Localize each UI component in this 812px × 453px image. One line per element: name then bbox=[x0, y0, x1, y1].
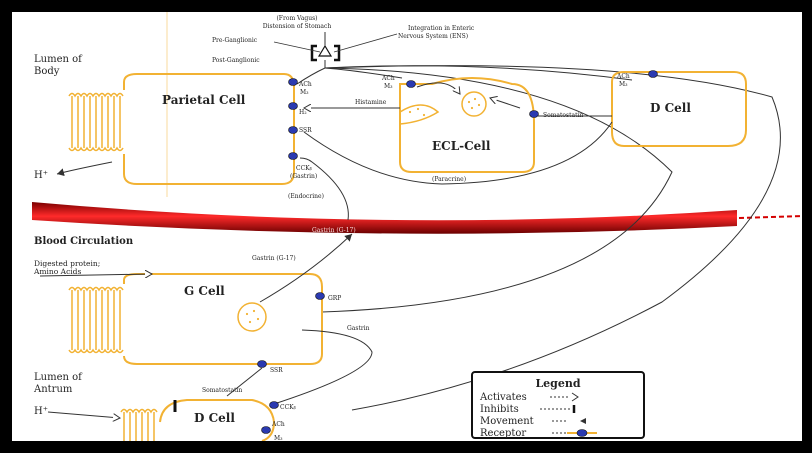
vagus-label-line2: Distension of Stomach bbox=[263, 23, 332, 30]
ecl-receptor-somatostatin bbox=[530, 111, 539, 118]
h-plus-antrum-arrow bbox=[48, 412, 120, 418]
h-plus-bottom-label: H⁺ bbox=[34, 406, 48, 417]
paracrine-label: (Paracrine) bbox=[432, 176, 466, 183]
d-cell-antrum-label: D Cell bbox=[194, 411, 235, 425]
legend-item-receptor: Receptor bbox=[480, 428, 526, 439]
blood-vessel bbox=[32, 202, 737, 234]
d-cell-body-label: D Cell bbox=[650, 101, 691, 115]
antrum-cckb-label: CCKᵦ bbox=[280, 404, 296, 411]
h-plus-secretion-arrow bbox=[57, 162, 112, 174]
legend-item-activates: Activates bbox=[479, 392, 527, 403]
ecl-internal-arrow bbox=[490, 98, 520, 108]
receptor-h2-label: H₂ bbox=[299, 109, 307, 116]
lumen-antrum-label-line1: Lumen of bbox=[34, 372, 83, 383]
lumen-antrum-label-line2: Antrum bbox=[33, 384, 73, 395]
legend-title: Legend bbox=[535, 377, 580, 390]
lumen-body-label-line2: Body bbox=[34, 66, 60, 77]
blood-vessel-continuation bbox=[739, 216, 802, 218]
antrum-ach-label: ACh bbox=[271, 421, 285, 428]
gastric-acid-regulation-diagram: Gastrin (G-17) Lumen of Body Blood Circu… bbox=[12, 12, 802, 441]
ecl-ach-label: ACh bbox=[381, 75, 395, 82]
ens-label-line1: Integration in Enteric bbox=[408, 25, 475, 32]
paracrine-inhibition-path bbox=[304, 122, 612, 184]
receptor-cckb bbox=[289, 153, 298, 160]
receptor-m3-label: M₃ bbox=[300, 89, 309, 96]
endocrine-label: (Endocrine) bbox=[288, 193, 324, 200]
gastrin-label: Gastrin bbox=[347, 325, 370, 332]
ens-label-line2: Nervous System (ENS) bbox=[398, 33, 468, 40]
ganglion-symbol bbox=[274, 32, 397, 68]
parietal-cell-label: Parietal Cell bbox=[162, 93, 246, 107]
g-cell-receptor-ssr bbox=[258, 361, 267, 368]
d-cell-receptor-cckb bbox=[270, 402, 279, 409]
gastrin-g17-label: Gastrin (G-17) bbox=[252, 255, 296, 262]
d-cell-body: D Cell bbox=[612, 72, 746, 146]
legend-item-movement: Movement bbox=[480, 416, 534, 427]
g-cell-receptor-grp bbox=[316, 293, 325, 300]
vagus-label-line1: (From Vagus) bbox=[276, 15, 317, 22]
amino-acids-label: Amino Acids bbox=[33, 267, 81, 276]
dcell-receptor-ach bbox=[649, 71, 658, 78]
ecl-m3-label: M₃ bbox=[384, 83, 393, 90]
ecl-receptor-ach bbox=[407, 81, 416, 88]
parietal-cell: Parietal Cell bbox=[69, 74, 294, 184]
histamine-label: Histamine bbox=[355, 99, 387, 106]
d-cell-antrum: D Cell bbox=[121, 400, 274, 441]
ecl-ach-arrow bbox=[417, 83, 460, 94]
receptor-cckb-label: CCKᵦ bbox=[296, 165, 312, 172]
g-cell-label: G Cell bbox=[184, 284, 225, 298]
receptor-h2 bbox=[289, 103, 298, 110]
dcell-m3-label: M₃ bbox=[619, 81, 628, 88]
blood-circulation-label: Blood Circulation bbox=[34, 236, 134, 247]
legend: Legend Activates Inhibits Movement Recep… bbox=[472, 372, 644, 439]
somatostatin-to-g-cell bbox=[227, 368, 262, 396]
grp-label: GRP bbox=[328, 295, 341, 302]
diagram-canvas: Gastrin (G-17) Lumen of Body Blood Circu… bbox=[12, 12, 802, 441]
receptor-ach-label: ACh bbox=[298, 81, 312, 88]
pre-ganglionic-label: Pre-Ganglionic bbox=[212, 37, 258, 44]
dcell-ach-label: ACh bbox=[616, 73, 630, 80]
receptor-ssr bbox=[289, 127, 298, 134]
gastrin-secretion-arrow bbox=[260, 234, 352, 302]
gastrin-band-label: Gastrin (G-17) bbox=[312, 227, 356, 234]
legend-receptor-icon bbox=[577, 430, 587, 437]
h-plus-top-label: H⁺ bbox=[34, 170, 48, 181]
antrum-ssr-label: SSR bbox=[270, 367, 283, 374]
lumen-body-label-line1: Lumen of bbox=[34, 54, 83, 65]
legend-item-inhibits: Inhibits bbox=[480, 404, 519, 415]
ecl-cell-label: ECL-Cell bbox=[432, 139, 491, 153]
ecl-cell: ECL-Cell bbox=[400, 78, 534, 172]
receptor-cckb-gastrin-label: (Gastrin) bbox=[290, 173, 317, 180]
d-cell-receptor-ach bbox=[262, 427, 271, 434]
antrum-m3-label: M₃ bbox=[274, 435, 283, 441]
post-ganglionic-label: Post-Ganglionic bbox=[212, 57, 260, 64]
receptor-ach-m3 bbox=[289, 79, 298, 86]
